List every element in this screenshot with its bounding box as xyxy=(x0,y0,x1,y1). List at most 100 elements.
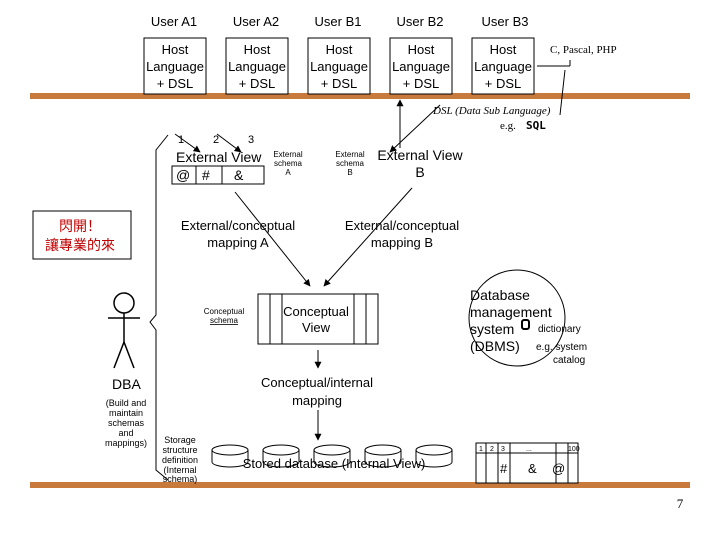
dbms-circle xyxy=(468,269,566,367)
user-label: User A2 xyxy=(233,14,279,29)
svg-text:mapping B: mapping B xyxy=(371,235,433,250)
svg-text:and: and xyxy=(118,428,133,438)
host-language-box: Host Language + DSL xyxy=(471,37,535,95)
svg-text:schema): schema) xyxy=(163,474,198,484)
disk-icon xyxy=(211,444,249,468)
svg-text:讓專業的來: 讓專業的來 xyxy=(45,237,115,254)
svg-text:1: 1 xyxy=(178,134,184,146)
svg-text:+ DSL: + DSL xyxy=(239,76,276,91)
disk-icon xyxy=(313,444,351,468)
arrow-user-a1 xyxy=(174,133,201,153)
svg-text:schemas: schemas xyxy=(108,418,145,428)
svg-text:Conceptual/internal: Conceptual/internal xyxy=(261,375,373,390)
svg-text:3: 3 xyxy=(248,134,254,146)
conceptual-internal-mapping-label: Conceptual/internal mapping xyxy=(261,375,373,408)
svg-text:structure: structure xyxy=(162,445,197,455)
svg-text:External/conceptual: External/conceptual xyxy=(345,218,459,233)
svg-text:Conceptual: Conceptual xyxy=(283,304,349,319)
user-label: User A1 xyxy=(151,14,197,29)
dsl-note: DSL (Data Sub Language) xyxy=(432,105,551,117)
dictionary-note: e.g. system xyxy=(536,342,587,353)
svg-text:schema: schema xyxy=(274,159,303,168)
host-language-box: Host Language + DSL xyxy=(307,37,371,95)
svg-text:...: ... xyxy=(526,446,532,453)
svg-text:&: & xyxy=(528,461,537,476)
svg-text:B: B xyxy=(347,168,352,177)
host-language-box: Host Language + DSL xyxy=(143,37,207,95)
external-view-a: 1 2 3 External View @ # & xyxy=(171,134,265,185)
stored-database-label: Stored database (Internal View) xyxy=(243,456,426,471)
storage-definition: Storage structure definition (Internal s… xyxy=(162,435,198,484)
svg-text:definition: definition xyxy=(162,455,198,465)
svg-text:2: 2 xyxy=(213,134,219,146)
record-layout: 1 2 3 ... 100 # & @ xyxy=(475,442,580,484)
dsl-example: SQL xyxy=(526,119,546,132)
svg-text:(Internal: (Internal xyxy=(163,465,196,475)
dictionary-label: dictionary xyxy=(538,324,581,335)
host-language-note: C, Pascal, PHP xyxy=(550,44,617,56)
mapping-b-label: External/conceptual mapping B xyxy=(345,218,459,250)
conceptual-view: Conceptual View xyxy=(257,293,379,345)
svg-text:#: # xyxy=(202,167,210,183)
svg-text:External View: External View xyxy=(377,147,463,163)
svg-text:Language: Language xyxy=(228,59,286,74)
page-number: 7 xyxy=(677,496,684,511)
svg-text:External: External xyxy=(335,150,365,159)
svg-text:@: @ xyxy=(176,167,190,183)
svg-text:Host: Host xyxy=(162,42,189,57)
user-label: User B1 xyxy=(315,14,362,29)
svg-text:+ DSL: + DSL xyxy=(157,76,194,91)
external-schema-b-label: External schema B xyxy=(335,150,365,177)
mapping-a-label: External/conceptual mapping A xyxy=(181,218,295,250)
svg-text:External/conceptual: External/conceptual xyxy=(181,218,295,233)
svg-text:(DBMS): (DBMS) xyxy=(470,338,520,354)
stored-database: Stored database (Internal View) xyxy=(211,444,453,471)
svg-text:+ DSL: + DSL xyxy=(321,76,358,91)
disk-icon xyxy=(415,444,453,468)
svg-text:Storage: Storage xyxy=(164,435,196,445)
svg-text:View: View xyxy=(302,320,331,335)
svg-text:閃開！: 閃開！ xyxy=(59,219,101,235)
svg-text:#: # xyxy=(500,461,508,476)
chinese-note: 閃開！ 讓專業的來 xyxy=(32,210,132,260)
svg-text:system: system xyxy=(470,321,514,337)
svg-text:schema: schema xyxy=(336,159,365,168)
svg-text:mapping: mapping xyxy=(292,393,342,408)
dba-title: DBA xyxy=(112,376,141,392)
svg-text:Language: Language xyxy=(474,59,532,74)
dsl-example-prefix: e.g. xyxy=(500,120,516,132)
external-view-b: External View B xyxy=(377,147,463,180)
svg-text:schema: schema xyxy=(210,316,239,325)
svg-text:A: A xyxy=(285,168,291,177)
dbms-label: Database management system (DBMS) xyxy=(470,287,552,354)
svg-text:Language: Language xyxy=(146,59,204,74)
host-language-box: Host Language + DSL xyxy=(225,37,289,95)
svg-text:2: 2 xyxy=(490,446,494,453)
svg-text:Host: Host xyxy=(408,42,435,57)
svg-text:1: 1 xyxy=(479,446,483,453)
arrow-user-b xyxy=(389,104,441,153)
svg-text:management: management xyxy=(470,304,552,320)
dictionary-icon xyxy=(521,319,530,330)
disk-icon xyxy=(364,444,402,468)
external-schema-a-label: External schema A xyxy=(273,150,303,177)
dba-figure xyxy=(108,292,140,369)
dba-bracket xyxy=(149,134,169,481)
disk-icon xyxy=(262,444,300,468)
svg-text:Language: Language xyxy=(310,59,368,74)
svg-text:Language: Language xyxy=(392,59,450,74)
svg-text:mapping A: mapping A xyxy=(207,235,269,250)
svg-text:External: External xyxy=(273,150,303,159)
svg-text:External View: External View xyxy=(176,149,262,165)
svg-text:maintain: maintain xyxy=(109,408,143,418)
arrow-user-a2 xyxy=(216,133,242,153)
svg-text:Host: Host xyxy=(244,42,271,57)
dba-description: (Build and maintain schemas and mappings… xyxy=(105,398,147,448)
arrow-external-b-to-conceptual xyxy=(323,187,413,287)
svg-text:Host: Host xyxy=(326,42,353,57)
svg-text:(Build and: (Build and xyxy=(106,398,147,408)
svg-text:Database: Database xyxy=(470,287,530,303)
top-divider-bar xyxy=(30,93,690,99)
